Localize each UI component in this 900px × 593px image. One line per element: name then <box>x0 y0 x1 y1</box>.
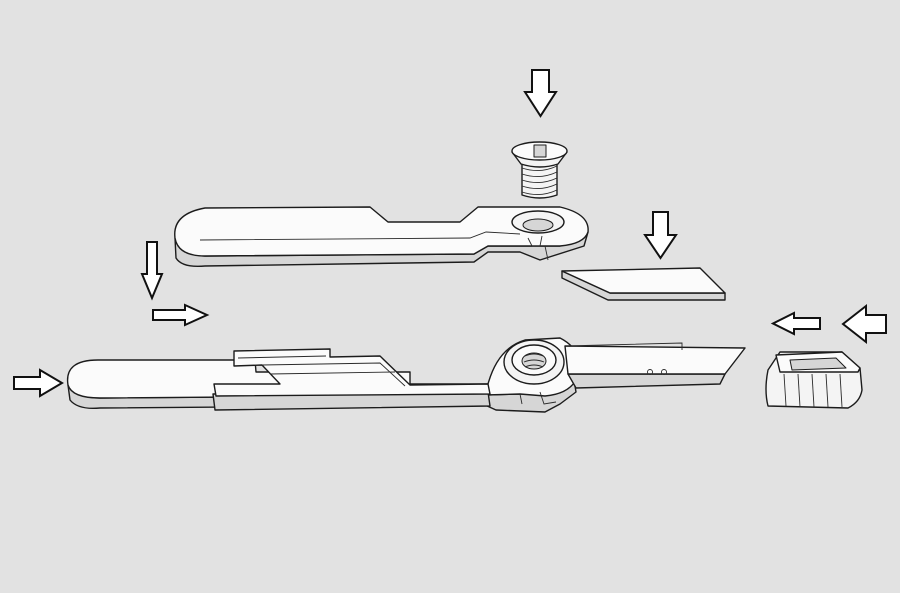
arrow-left-cap-outer <box>841 303 887 345</box>
upper-handle-half <box>174 206 589 268</box>
utility-blade <box>564 342 746 389</box>
arrow-down-blade <box>643 211 678 260</box>
arrow-right-slider <box>152 303 210 327</box>
arrow-right-handle <box>13 368 64 398</box>
end-cap <box>765 351 863 409</box>
replacement-blade <box>561 267 726 301</box>
slider-carriage <box>212 348 491 411</box>
arrow-down-screw <box>523 69 558 118</box>
arrow-down-left <box>140 241 164 301</box>
arrow-left-cap-inner <box>770 311 821 336</box>
countersunk-screw <box>511 141 568 199</box>
